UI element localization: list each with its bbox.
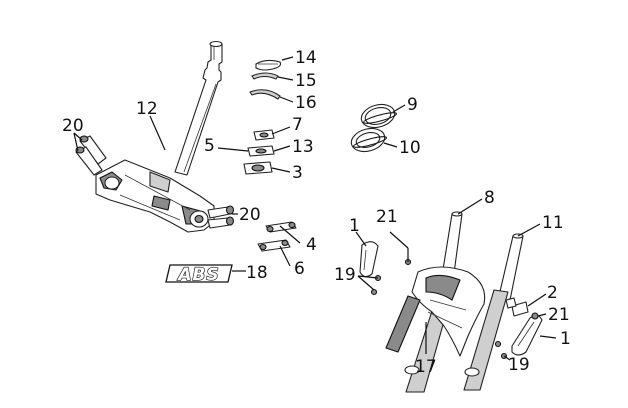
part-15-ring	[251, 72, 279, 80]
callout-15: 15	[295, 71, 317, 91]
part-1-reflector-left	[359, 241, 379, 278]
part-12-steering-stem	[174, 40, 223, 176]
callout-19-right: 19	[508, 355, 530, 375]
bearing-rings	[350, 103, 397, 153]
callout-21-left: 21	[376, 207, 398, 227]
callout-1-right: 1	[560, 329, 571, 349]
callout-18: 18	[246, 263, 268, 283]
callout-1-left: 1	[349, 216, 360, 236]
part-11-fork-tube	[463, 233, 524, 391]
part-17-front-fender	[385, 266, 486, 357]
callout-10: 10	[399, 138, 421, 158]
leader-lines	[73, 56, 557, 361]
callout-4: 4	[306, 235, 317, 255]
part-18-abs-badge: ABS	[165, 264, 233, 286]
part-9-bearing-ring	[360, 103, 397, 129]
bearing-hardware-stack	[243, 59, 282, 175]
callout-8: 8	[484, 188, 495, 208]
part-2-bracket	[505, 297, 529, 317]
callout-labels: 14 15 16 9 10 12 20 7 5 13 3 20 4 6 18 8…	[62, 48, 571, 377]
callout-19-left: 19	[334, 265, 356, 285]
callout-13: 13	[292, 137, 314, 157]
part-14-seal	[255, 59, 282, 71]
part-6-bracket	[257, 239, 291, 252]
callout-21-right: 21	[548, 305, 570, 325]
part-1-reflector-right	[511, 314, 543, 356]
abs-badge-text: ABS	[176, 265, 219, 285]
callout-14: 14	[295, 48, 317, 68]
steering-stem-assembly	[75, 40, 235, 233]
callout-20-right: 20	[239, 205, 261, 225]
callout-20-left: 20	[62, 116, 84, 136]
callout-3: 3	[292, 163, 303, 183]
callout-11: 11	[542, 213, 564, 233]
callout-6: 6	[294, 259, 305, 279]
callout-7: 7	[292, 115, 303, 135]
callout-17: 17	[415, 357, 437, 377]
part-16-ring	[249, 89, 281, 100]
callout-9: 9	[407, 95, 418, 115]
callout-12: 12	[136, 99, 158, 119]
part-20-bolts-left	[75, 135, 107, 176]
triple-clamp	[95, 159, 215, 233]
part-10-bearing-ring	[350, 127, 387, 153]
part-20-bolts-right	[207, 205, 235, 229]
callout-5: 5	[204, 136, 215, 156]
callout-16: 16	[295, 93, 317, 113]
callout-2: 2	[547, 283, 558, 303]
